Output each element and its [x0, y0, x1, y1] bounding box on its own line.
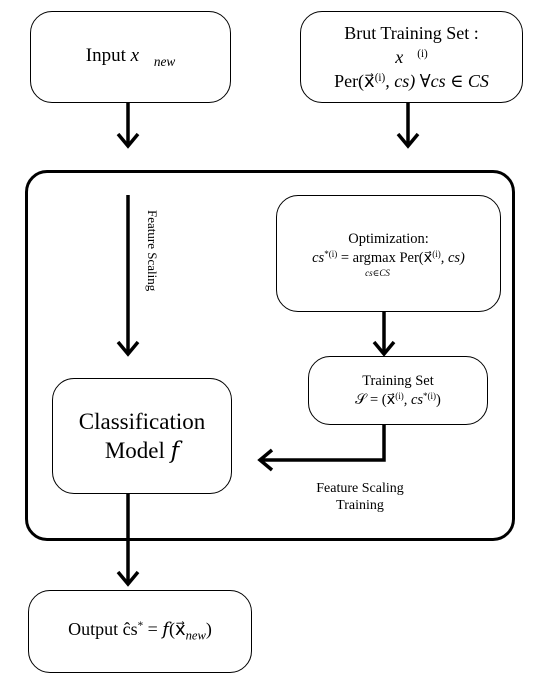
arrow-feature-scaling [116, 195, 140, 357]
training-set-formula: 𝒮 = (x⃗(i), cs*(i)) [355, 390, 441, 408]
output-formula: Output ĉs* = 𝑓(x⃗new) [68, 619, 212, 643]
output-box: Output ĉs* = 𝑓(x⃗new) [28, 590, 252, 673]
optimization-formula: cs*(i) = argmax Per(x⃗(i), cs) [312, 248, 465, 266]
optimization-subscript: cs∈CS [365, 267, 390, 278]
arrow-brut-down [396, 103, 420, 149]
brut-training-set-vector: x⃗(i) [395, 47, 428, 67]
classification-line2: Model 𝑓 [104, 438, 180, 463]
arrow-input-down [116, 103, 140, 149]
arrow-training-to-model [257, 425, 386, 472]
arrow-optimization-to-training [372, 312, 396, 357]
training-set-title: Training Set [362, 372, 434, 389]
feature-scaling-training-label: Feature Scaling Training [316, 481, 404, 513]
brut-training-set-per: Per(x⃗(i), cs) ∀cs ∈ CS [334, 71, 489, 91]
optimization-title: Optimization: [348, 230, 429, 247]
brut-training-set-box: Brut Training Set : x⃗(i) Per(x⃗(i), cs)… [300, 11, 523, 103]
training-set-box: Training Set 𝒮 = (x⃗(i), cs*(i)) [308, 356, 488, 425]
input-label: Input x⃗new [85, 44, 176, 69]
process-container [25, 170, 515, 541]
feature-scaling-label: Feature Scaling [145, 210, 160, 292]
classification-line1: Classification [78, 409, 206, 434]
input-box: Input x⃗new [30, 11, 231, 103]
classification-model-box: Classification Model 𝑓 [52, 378, 232, 494]
optimization-box: Optimization: cs*(i) = argmax Per(x⃗(i),… [276, 195, 501, 312]
brut-training-set-title: Brut Training Set : [344, 23, 479, 43]
